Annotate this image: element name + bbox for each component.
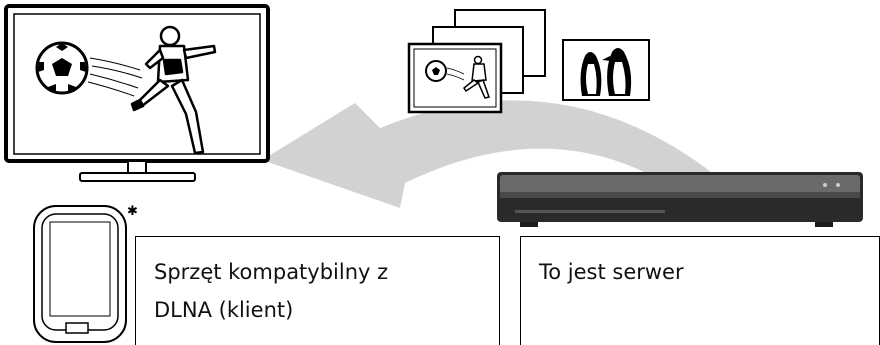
soccer-ball-icon <box>35 41 89 95</box>
client-label-line2: DLNA (klient) <box>154 298 294 322</box>
tv-icon <box>4 4 270 182</box>
server-label-line1: To jest serwer <box>539 260 684 284</box>
photo-stack-icon <box>407 9 546 114</box>
note-mark: ✱ <box>127 204 138 219</box>
client-label-box: Sprzęt kompatybilny z DLNA (klient) <box>135 236 500 345</box>
curved-arrow-icon <box>262 100 715 208</box>
server-label-box: To jest serwer <box>520 236 880 345</box>
blu-ray-recorder-icon <box>497 172 863 227</box>
smartphone-icon <box>33 205 127 343</box>
soccer-player-icon <box>130 25 217 155</box>
client-label-line1: Sprzęt kompatybilny z <box>154 260 389 284</box>
penguin-photo-icon <box>562 39 650 101</box>
motion-lines <box>87 57 143 97</box>
